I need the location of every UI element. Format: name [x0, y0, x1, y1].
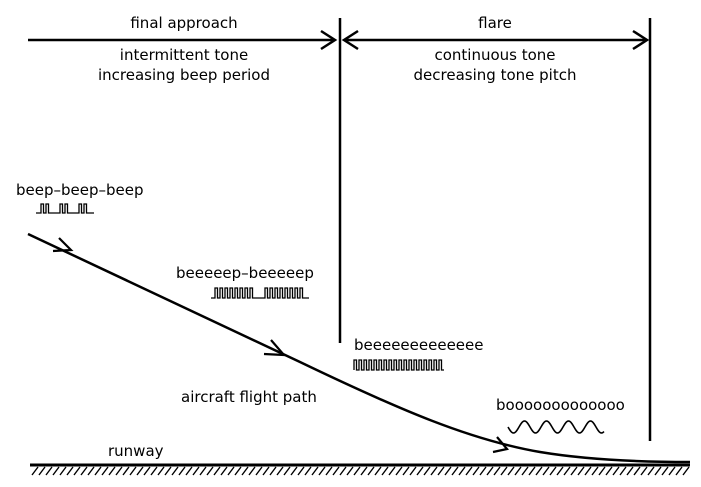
- beeeeep-sound-label: beeeeep–beeeeep: [176, 264, 314, 282]
- runway-label: runway: [108, 442, 164, 460]
- flight-path-arrow-1: [52, 237, 74, 253]
- flight-path-arrow-2: [263, 339, 287, 357]
- beeeee-sound-label: beeeeeeeeeeeee: [354, 336, 484, 354]
- runway-hatching: [31, 466, 690, 476]
- beep-waveform-icon: [36, 203, 94, 214]
- final-approach-description-line1: intermittent tone: [120, 46, 248, 64]
- final-approach-title: final approach: [130, 14, 237, 32]
- flight-path-curve: [27, 232, 691, 464]
- booooo-sound-label: booooooooooooo: [496, 396, 625, 414]
- final-approach-arrow: [28, 29, 338, 51]
- flight-path-arrow-3: [492, 436, 510, 454]
- beeeee-waveform-icon: [353, 359, 444, 371]
- beeeeep-waveform-icon: [211, 287, 309, 299]
- flight-path-label: aircraft flight path: [181, 388, 317, 406]
- flare-double-arrow: [341, 29, 650, 51]
- flare-description-line1: continuous tone: [434, 46, 555, 64]
- final-approach-description-line2: increasing beep period: [98, 66, 270, 84]
- flare-description-line2: decreasing tone pitch: [414, 66, 577, 84]
- booooo-waveform-icon: [507, 420, 605, 434]
- flare-title: flare: [478, 14, 512, 32]
- beep-sound-label: beep–beep–beep: [16, 181, 144, 199]
